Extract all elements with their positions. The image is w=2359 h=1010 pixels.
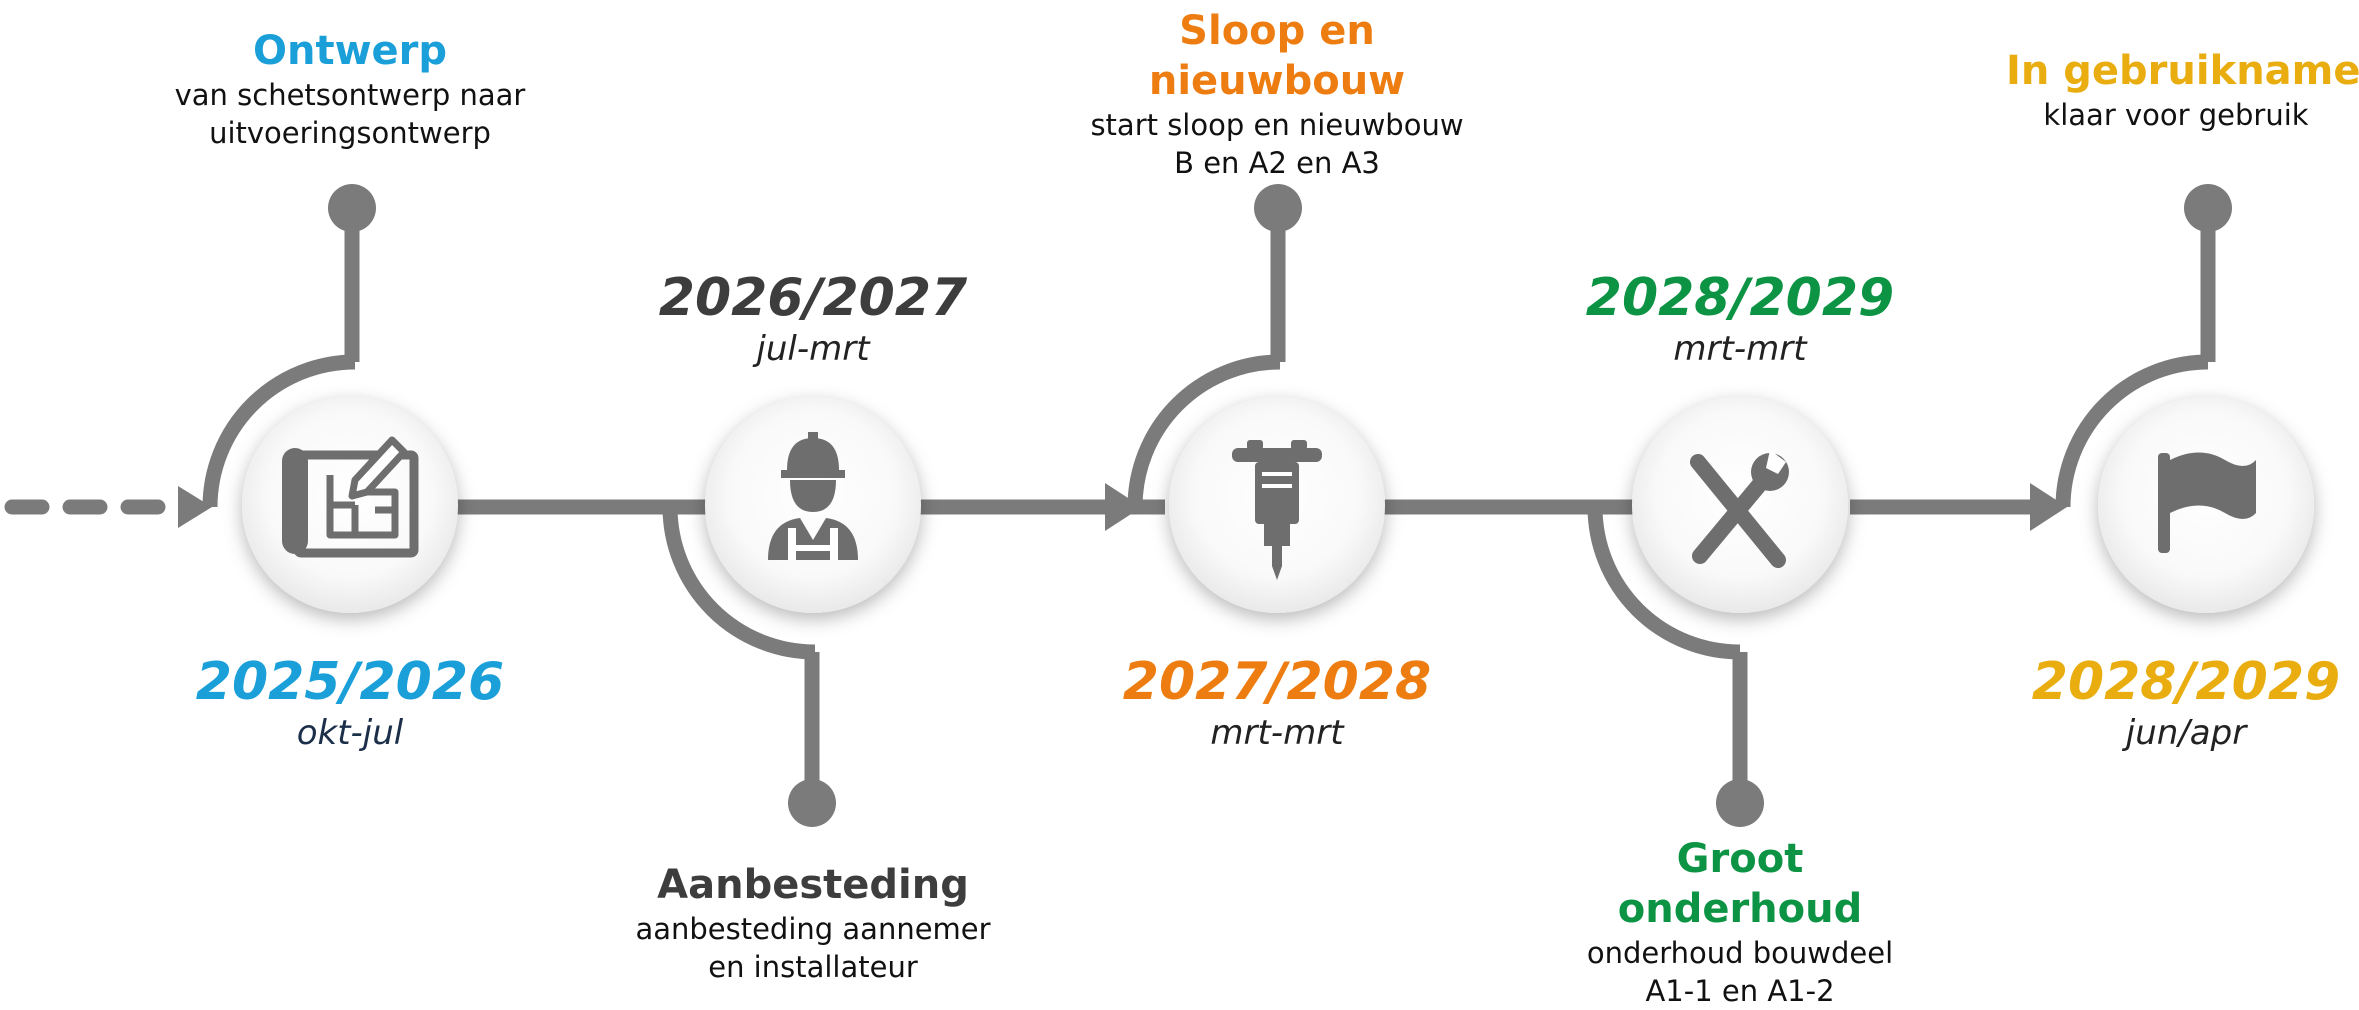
milestone-sloop-date: 2027/2028 mrt-mrt	[1077, 652, 1477, 754]
milestone-year: 2025/2026	[195, 652, 505, 712]
connector-sloop	[1127, 184, 1302, 508]
construction-worker-icon	[768, 432, 858, 560]
connector-aanbesteding	[662, 506, 836, 827]
milestone-title: Aanbesteding	[657, 862, 969, 908]
milestone-title-line: nieuwbouw	[1148, 58, 1406, 104]
connector-gebruikname	[2055, 184, 2232, 508]
milestone-ontwerp-top: Ontwerp van schetsontwerp naar uitvoerin…	[150, 26, 550, 152]
milestone-aanbesteding-bottom: Aanbesteding aanbesteding aannemer en in…	[613, 860, 1013, 986]
milestone-description-line: uitvoeringsontwerp	[209, 116, 491, 150]
milestone-gebruikname-top: In gebruikname klaar voor gebruik	[2006, 46, 2359, 134]
milestone-gebruikname-date: 2028/2029 jun/apr	[2026, 652, 2346, 754]
milestone-title: Ontwerp	[252, 28, 448, 74]
milestone-ontwerp-date: 2025/2026 okt-jul	[150, 652, 550, 754]
arrow-head-gebruikname	[2030, 483, 2067, 531]
milestone-description-line: klaar voor gebruik	[2043, 98, 2309, 132]
milestone-year: 2027/2028	[1122, 652, 1432, 712]
milestone-title: In gebruikname	[2006, 48, 2359, 94]
milestone-period: mrt-mrt	[1210, 713, 1344, 753]
milestone-sloop-top: Sloop en nieuwbouw start sloop en nieuwb…	[1077, 6, 1477, 182]
milestone-title-line: Sloop en	[1179, 8, 1375, 54]
milestone-year: 2026/2027	[658, 268, 968, 328]
milestone-title-line: onderhoud	[1617, 886, 1863, 932]
milestone-description-line: start sloop en nieuwbouw	[1090, 108, 1464, 142]
milestone-description-line: onderhoud bouwdeel	[1586, 936, 1894, 970]
milestone-onderhoud-date: 2028/2029 mrt-mrt	[1540, 268, 1940, 370]
flag-icon	[2158, 452, 2256, 553]
milestone-aanbesteding-date: 2026/2027 jul-mrt	[613, 268, 1013, 370]
connector-ontwerp	[202, 184, 376, 508]
jackhammer-icon	[1232, 440, 1322, 580]
milestone-description-line: aanbesteding aannemer	[635, 912, 991, 946]
milestone-period: okt-jul	[296, 713, 404, 753]
milestone-period: jul-mrt	[756, 329, 870, 369]
blueprint-icon	[282, 436, 419, 558]
arrow-head-sloop	[1105, 483, 1142, 531]
milestone-year: 2028/2029	[1585, 268, 1895, 328]
milestone-description-line: A1-1 en A1-2	[1645, 974, 1835, 1008]
milestone-period: mrt-mrt	[1673, 329, 1807, 369]
milestone-description-line: en installateur	[708, 950, 918, 984]
milestone-onderhoud-bottom: Groot onderhoud onderhoud bouwdeel A1-1 …	[1540, 834, 1940, 1010]
milestone-year: 2028/2029	[2031, 652, 2341, 712]
connector-onderhoud	[1587, 506, 1764, 827]
milestone-description-line: van schetsontwerp naar	[174, 78, 526, 112]
milestone-period: jun/apr	[2125, 713, 2247, 753]
milestone-title-line: Groot	[1676, 836, 1804, 882]
milestone-description-line: B en A2 en A3	[1174, 146, 1380, 180]
tools-icon	[1690, 450, 1789, 568]
incoming-dashed-line	[4, 486, 212, 528]
